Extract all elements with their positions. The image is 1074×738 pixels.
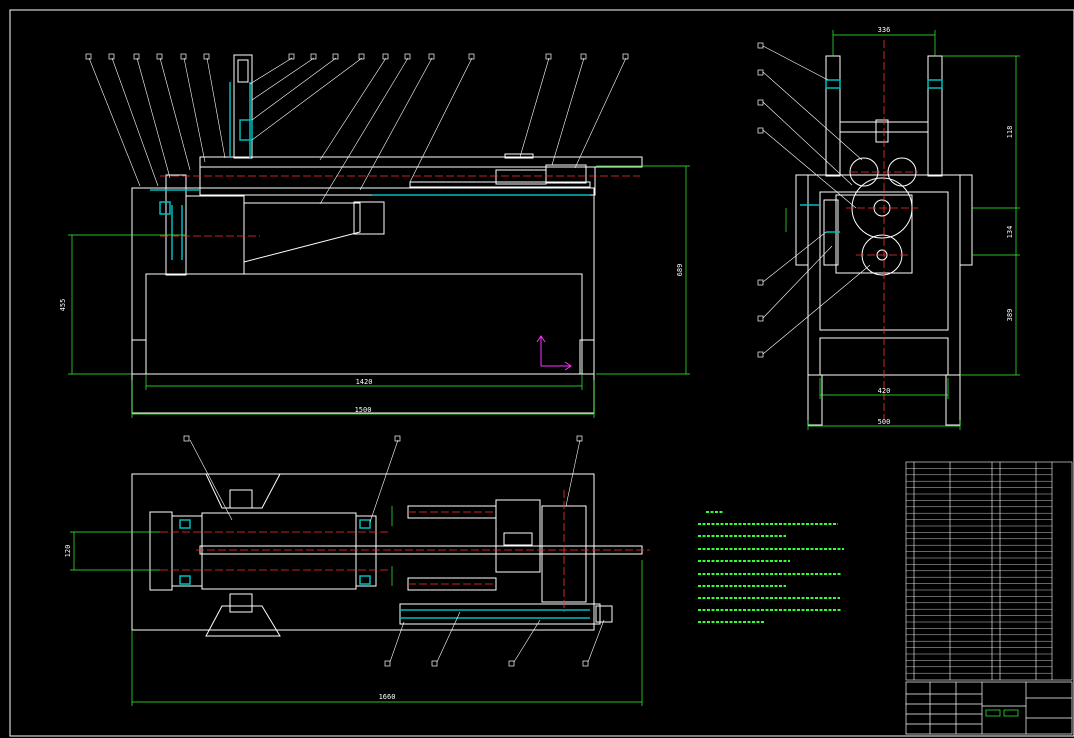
top-dim-left-height: 120 [64,545,72,558]
top-dim-total-width: 1660 [379,693,396,701]
front-part-balloons [85,53,629,60]
side-part-balloons [757,42,764,358]
front-clamp-b [545,164,587,184]
top-view [131,473,643,637]
side-dim-inner-width: 420 [878,387,891,395]
front-lever-block [353,201,385,235]
front-view [131,54,643,414]
front-frame-outer [131,187,595,414]
top-centerlines [160,490,650,612]
top-flange-upper [205,473,281,509]
top-bearing-right [355,515,377,587]
top-bolt-upper [229,489,253,509]
front-dim-height-left: 455 [59,299,67,312]
side-post-right [927,55,943,177]
top-part-balloons [183,435,589,667]
front-leg-left [131,339,147,375]
ucs-axis-icon [536,335,572,371]
side-leaders [762,45,871,355]
technical-requirements-notes [698,511,844,623]
side-leg-left [807,374,823,426]
front-centerlines [160,175,640,237]
front-vertical-post [233,54,253,159]
side-section-hatch [800,79,943,233]
side-centerlines [846,40,918,420]
front-clamp-top [504,153,534,159]
front-motor [185,195,245,275]
side-post-left [825,55,841,177]
side-right-bracket [959,174,973,266]
side-dimensions [785,30,1020,430]
side-dim-upper-height: 118 [1006,126,1014,139]
front-dim-height-right: 689 [676,264,684,277]
side-dim-outer-width: 500 [878,418,891,426]
top-cylinder [399,603,601,625]
front-leg-right [579,339,595,375]
side-dim-top-width: 336 [878,26,891,34]
parts-list-rows [906,468,1052,674]
front-gearbox [165,174,187,276]
top-carriage [495,499,541,573]
side-leg-right [945,374,961,426]
side-gear-small-hub [876,249,888,261]
side-dim-lower-height: 389 [1006,309,1014,322]
side-left-bracket [795,174,809,266]
top-flange-lower [205,605,281,637]
front-slide-bar [409,181,591,188]
top-dimensions [70,506,643,706]
title-block [905,681,1073,735]
top-section-hatch [179,519,590,619]
top-leaders [189,439,605,663]
front-lower-cabinet [145,273,583,375]
front-post-cap [237,59,249,83]
top-roller-frame [201,512,357,590]
front-carriage [199,166,596,196]
side-top-clamp [875,119,889,143]
sheet-border [9,9,1074,737]
front-dim-outer-width: 1500 [355,406,372,414]
top-bolt-lower [229,593,253,613]
top-motor-left [149,511,173,591]
top-cylinder-end [595,605,613,623]
top-frame-outer [131,473,595,631]
front-lever-arm [243,202,361,263]
front-leaders [88,57,627,205]
side-dim-middle: 134 [1006,226,1014,239]
front-section-hatch [150,82,590,260]
top-carriage-window [503,532,533,546]
front-dimensions [68,165,690,418]
front-dim-inner-width: 1420 [356,378,373,386]
